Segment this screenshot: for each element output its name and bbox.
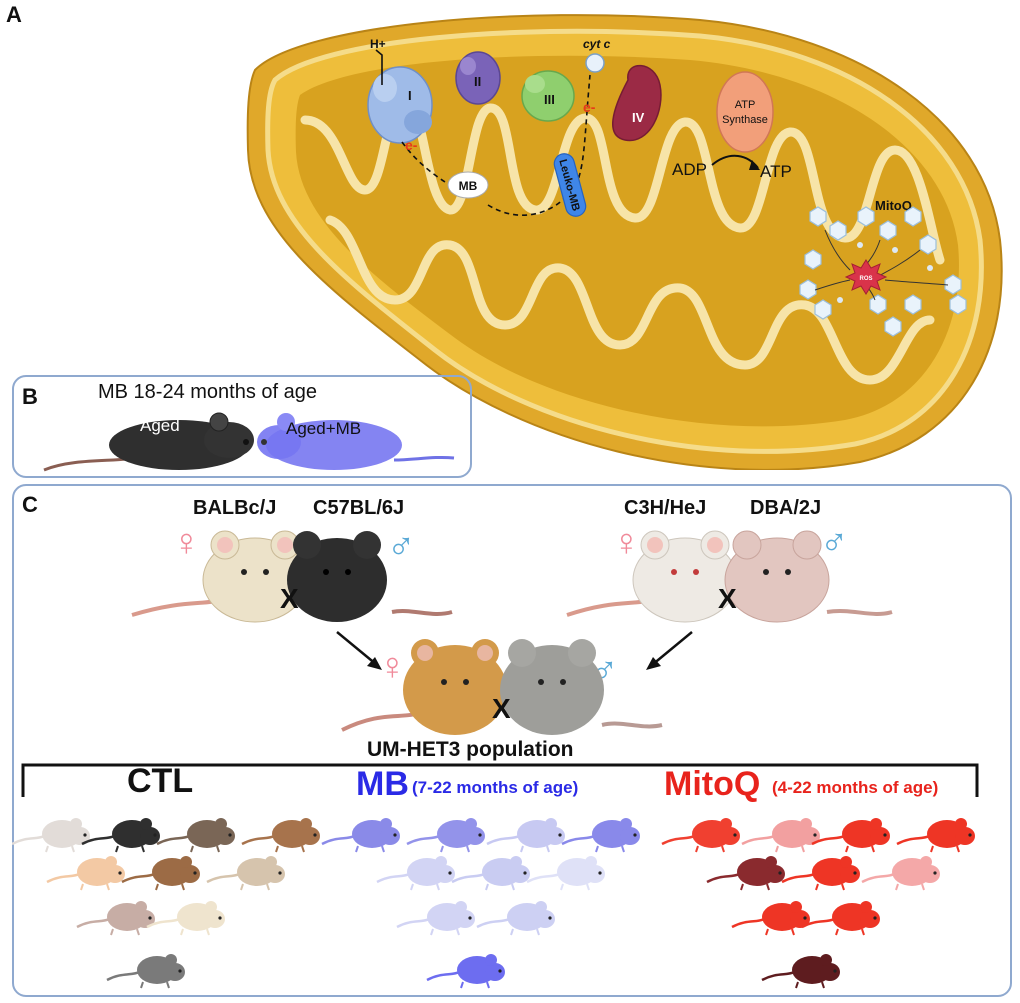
complex-iv: IV — [612, 64, 662, 142]
mouse-dba — [724, 530, 893, 623]
population-bracket — [21, 763, 979, 797]
electron-label-1: e- — [405, 137, 418, 153]
group-mitoq-label: MitoQ — [664, 765, 761, 803]
population-label: UM-HET3 population — [367, 738, 574, 761]
complex-i: I — [367, 66, 433, 144]
complex-iii-label: III — [544, 92, 555, 107]
complex-ii-label: II — [474, 74, 481, 89]
male-symbol-2: ♂ — [820, 522, 849, 564]
aged-mb-label: Aged+MB — [286, 419, 362, 438]
atp-synthase-label-2: Synthase — [722, 114, 768, 126]
panel-b-title: MB 18-24 months of age — [98, 381, 318, 403]
mouse-f1-male — [500, 639, 663, 735]
cytc-circle — [585, 53, 605, 73]
adp-label: ADP — [672, 160, 707, 179]
ros-burst: ROS — [844, 259, 888, 295]
cytc-label: cyt c — [583, 37, 611, 51]
male-symbol-1: ♂ — [387, 526, 416, 568]
proton-label: H+ — [370, 37, 386, 51]
atp-synthase-label-1: ATP — [735, 99, 756, 111]
atp-synthase: ATP Synthase — [716, 71, 774, 153]
cross-symbol-1: X — [280, 583, 299, 614]
complex-iv-label: IV — [632, 110, 645, 125]
mitoq-mice — [660, 816, 977, 990]
ctl-mice — [12, 816, 322, 990]
panel-b-mice — [43, 412, 455, 472]
mitoq-molecules — [799, 206, 967, 337]
mouse-c57 — [287, 531, 453, 622]
mitoq-label: MitoQ — [875, 198, 912, 213]
atp-label: ATP — [760, 162, 792, 181]
mitochondrion-diagram: I II III IV ATP Synthase H+ cyt c e- e- … — [246, 14, 1003, 470]
mouse-c3h — [566, 530, 738, 623]
arrow-right — [646, 631, 693, 670]
panel-b-box — [12, 375, 472, 478]
strain-c57bl: C57BL/6J — [313, 497, 405, 519]
panel-letter-c: C — [22, 492, 38, 517]
strain-dba: DBA/2J — [750, 497, 822, 519]
arrow-left — [336, 631, 382, 670]
mb-label: MB — [459, 179, 478, 193]
panel-c-box — [12, 484, 1012, 997]
female-symbol-1: ♀ — [172, 522, 201, 564]
strain-c3h: C3H/HeJ — [624, 497, 707, 519]
group-ctl-label: CTL — [127, 762, 194, 800]
group-mb-age: (7-22 months of age) — [412, 778, 579, 797]
strain-balbc: BALBc/J — [193, 497, 277, 519]
female-symbol-2: ♀ — [612, 522, 641, 564]
group-mice — [12, 816, 977, 990]
complex-iii: III — [521, 70, 575, 122]
female-symbol-3: ♀ — [378, 646, 407, 688]
group-mitoq-age: (4-22 months of age) — [772, 778, 939, 797]
mouse-f1-female — [341, 639, 507, 735]
cross-symbol-3: X — [492, 693, 511, 724]
electron-label-2: e- — [583, 99, 596, 115]
ros-label: ROS — [859, 276, 872, 282]
complex-i-label: I — [408, 88, 412, 103]
mitochondrion-matrix — [295, 55, 959, 427]
mb-mice — [320, 816, 642, 990]
cross-symbol-2: X — [718, 583, 737, 614]
breeding-diagram: X X X — [131, 530, 893, 735]
aged-label: Aged — [140, 416, 180, 435]
complex-ii: II — [455, 51, 501, 105]
panel-letter-a: A — [6, 2, 22, 27]
mouse-balbc — [131, 530, 308, 623]
group-mb-label: MB — [356, 765, 409, 803]
panel-letter-b: B — [22, 384, 38, 409]
